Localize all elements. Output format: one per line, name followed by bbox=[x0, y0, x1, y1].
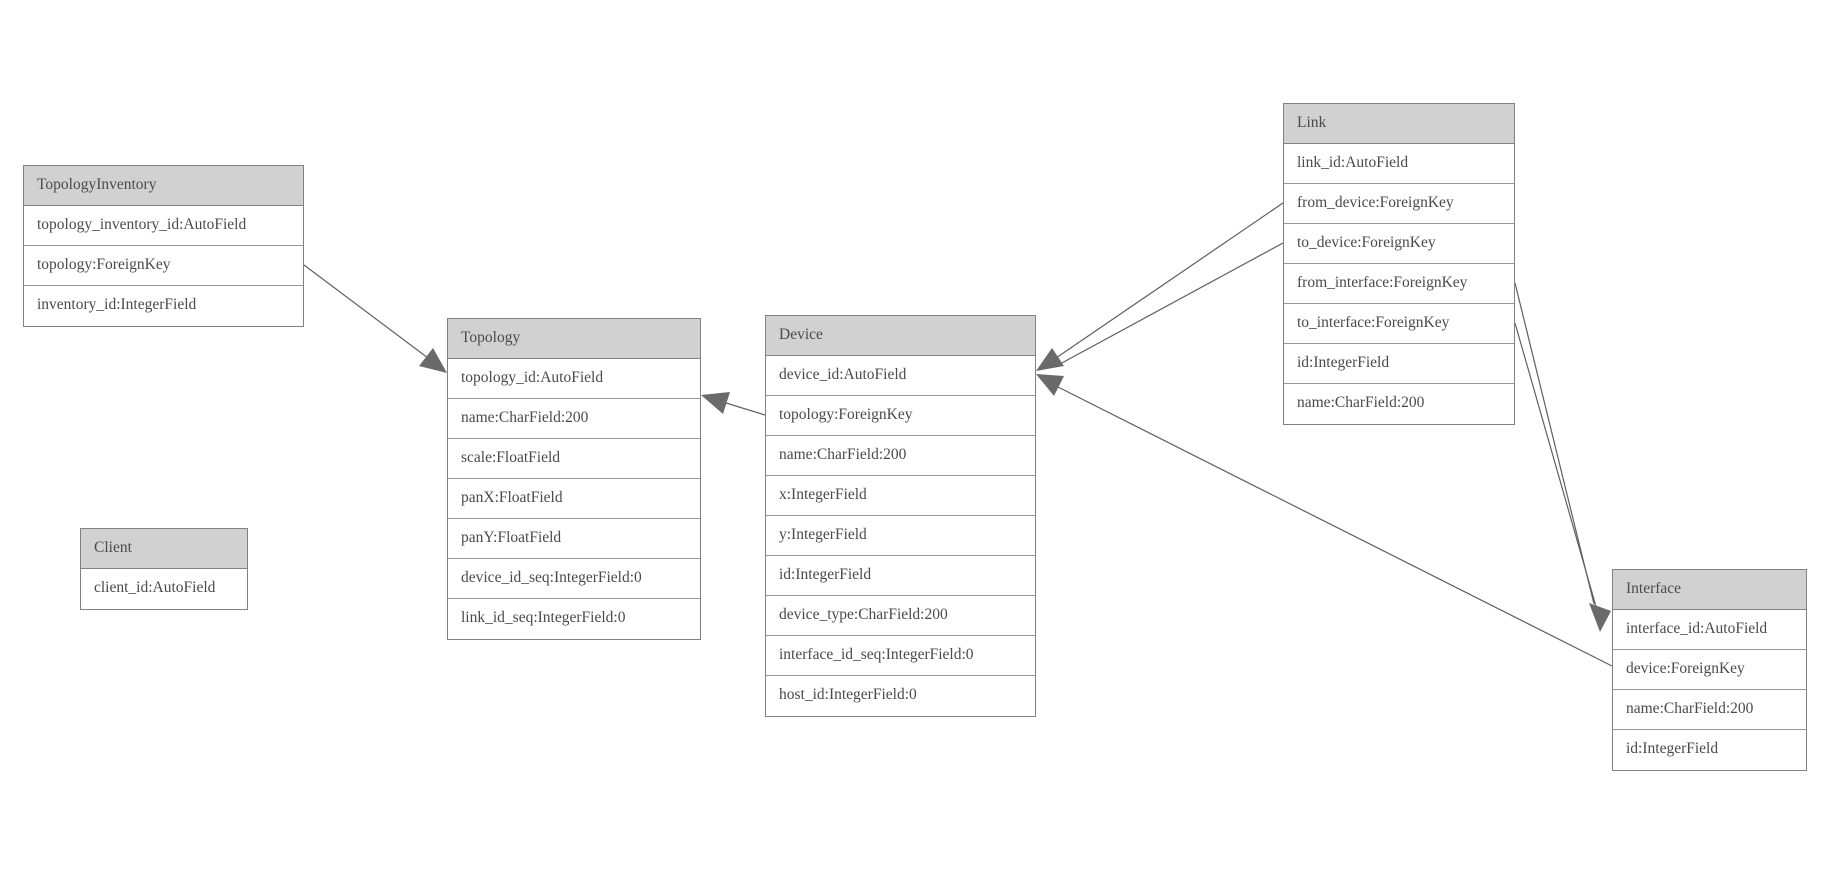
field-row: from_device:ForeignKey bbox=[1284, 184, 1514, 224]
field-row: device_type:CharField:200 bbox=[766, 596, 1035, 636]
entity-title-client: Client bbox=[81, 529, 247, 569]
entity-title-topology-inventory: TopologyInventory bbox=[24, 166, 303, 206]
field-row: device_id_seq:IntegerField:0 bbox=[448, 559, 700, 599]
entity-title-topology: Topology bbox=[448, 319, 700, 359]
field-row: interface_id_seq:IntegerField:0 bbox=[766, 636, 1035, 676]
field-row: device:ForeignKey bbox=[1613, 650, 1806, 690]
field-row: name:CharField:200 bbox=[448, 399, 700, 439]
field-row: link_id_seq:IntegerField:0 bbox=[461, 609, 626, 626]
link-from-device-edge bbox=[1055, 202, 1284, 359]
device-topology-edge-arrowhead bbox=[701, 392, 730, 414]
field-row: topology_id:AutoField bbox=[448, 359, 700, 399]
entity-title-interface: Interface bbox=[1613, 570, 1806, 610]
field-row: to_device:ForeignKey bbox=[1284, 224, 1514, 264]
field-row: id:IntegerField bbox=[766, 556, 1035, 596]
field-row: topology:ForeignKey bbox=[24, 246, 303, 286]
field-row: x:IntegerField bbox=[766, 476, 1035, 516]
field-row: to_interface:ForeignKey bbox=[1284, 304, 1514, 344]
link-from-interface-edge bbox=[1514, 282, 1595, 605]
entity-title-link: Link bbox=[1284, 104, 1514, 144]
link-to-device-edge bbox=[1059, 242, 1284, 365]
field-row: id:IntegerField bbox=[1284, 344, 1514, 384]
field-row: id:IntegerField bbox=[1626, 740, 1719, 757]
link-to-interface-edge bbox=[1514, 322, 1598, 611]
device-topology-edge bbox=[725, 402, 766, 416]
field-row: inventory_id:IntegerField bbox=[37, 296, 197, 313]
field-row: device_id:AutoField bbox=[766, 356, 1035, 396]
entity-title-device: Device bbox=[766, 316, 1035, 356]
topologyinventory-topology-edge-arrowhead bbox=[419, 348, 447, 373]
field-row: name:CharField:200 bbox=[1613, 690, 1806, 730]
field-row: host_id:IntegerField:0 bbox=[779, 686, 917, 703]
field-row: interface_id:AutoField bbox=[1613, 610, 1806, 650]
field-row: from_interface:ForeignKey bbox=[1284, 264, 1514, 304]
field-row: name:CharField:200 bbox=[1297, 394, 1425, 411]
entity-client[interactable]: Client client_id:AutoField bbox=[80, 528, 248, 610]
field-row: link_id:AutoField bbox=[1284, 144, 1514, 184]
field-row: scale:FloatField bbox=[448, 439, 700, 479]
field-row: y:IntegerField bbox=[766, 516, 1035, 556]
field-row: name:CharField:200 bbox=[766, 436, 1035, 476]
field-row: panX:FloatField bbox=[448, 479, 700, 519]
link-to-interface-edge-arrowhead bbox=[1589, 603, 1611, 632]
interface-device-edge bbox=[1057, 386, 1613, 667]
field-row: panY:FloatField bbox=[448, 519, 700, 559]
topologyinventory-topology-edge bbox=[303, 264, 433, 362]
field-row: client_id:AutoField bbox=[94, 579, 216, 596]
interface-device-edge-arrowhead bbox=[1036, 374, 1064, 396]
field-row: topology_inventory_id:AutoField bbox=[24, 206, 303, 246]
field-row: topology:ForeignKey bbox=[766, 396, 1035, 436]
link-to-device-edge-arrowhead bbox=[1036, 348, 1064, 371]
